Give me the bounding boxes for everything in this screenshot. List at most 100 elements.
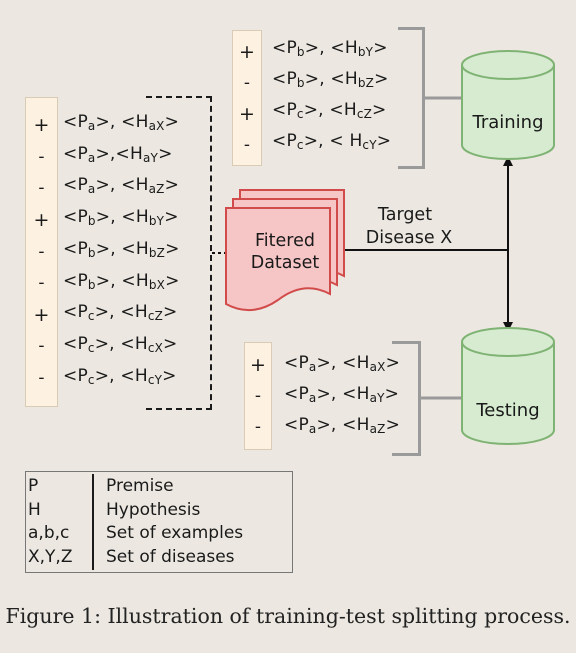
premise-close: > (95, 207, 111, 228)
hypothesis-close: > (385, 353, 401, 373)
premise-prefix: <P (63, 112, 88, 132)
testing-bracket (392, 341, 421, 456)
pair-separator: , < (318, 131, 350, 151)
hypothesis-close: > (162, 365, 177, 386)
sign-negative: - (254, 386, 262, 406)
hypothesis-close: > (165, 238, 180, 259)
hypothesis-close: > (384, 384, 400, 404)
hypothesis-subscript: bY (148, 214, 165, 229)
premise-subscript: a (87, 182, 96, 197)
pair-separator: , (330, 415, 343, 435)
premise-close: > (304, 38, 320, 58)
premise-subscript: c (87, 340, 95, 355)
legend-row: P Premise (26, 476, 292, 499)
premise-hypothesis-pair: <Pa>, <HaZ> (63, 175, 179, 195)
premise-subscript: c (87, 372, 95, 387)
hypothesis-prefix: <H (330, 38, 358, 58)
legend-key: a,b,c (28, 523, 70, 543)
hypothesis-prefix: <H (342, 384, 370, 404)
premise-hypothesis-pair: <Pa>, <HaX> (284, 353, 400, 373)
legend-value: Set of diseases (106, 546, 235, 567)
pair-separator: , (330, 353, 343, 373)
premise-prefix: <P (284, 384, 309, 404)
premise-prefix: <P (284, 415, 309, 435)
premise-hypothesis-pair: <Pb>, <HbZ> (272, 69, 389, 89)
hypothesis-subscript: aZ (369, 422, 386, 436)
hypothesis-subscript: aZ (148, 182, 165, 197)
hypothesis-close: > (164, 112, 180, 132)
edge-label-line1: Target (377, 205, 432, 225)
premise-hypothesis-pair: <Pa>, <HaY> (284, 384, 399, 404)
edge-label-line2: Disease X (366, 228, 452, 248)
premise-close: > (95, 175, 110, 196)
training-database-icon (461, 50, 555, 160)
hypothesis-close: > (164, 207, 179, 228)
hypothesis-prefix: <H (120, 365, 148, 386)
premise-subscript: a (308, 422, 317, 436)
hypothesis-close: > (373, 38, 388, 58)
figure-caption: Figure 1: Illustration of training-test … (5, 604, 571, 628)
hypothesis-prefix: <H (121, 112, 149, 132)
sign-positive: + (33, 114, 50, 137)
hypothesis-prefix: <H (115, 143, 143, 164)
hypothesis-subscript: cZ (356, 107, 373, 121)
hypothesis-subscript: cY (147, 372, 163, 387)
hypothesis-close: > (385, 415, 401, 435)
premise-subscript: b (87, 245, 96, 260)
legend-value: Premise (106, 476, 174, 496)
premise-hypothesis-pair: <Pb>, <HbX> (63, 271, 180, 291)
premise-hypothesis-pair: <Pa>, <HaZ> (284, 415, 400, 435)
premise-close: > (303, 131, 319, 151)
hypothesis-prefix: H (349, 131, 363, 151)
hypothesis-subscript: bX (148, 277, 166, 292)
hypothesis-subscript: bZ (357, 76, 375, 90)
premise-subscript: b (296, 45, 305, 59)
testing-database-icon (461, 327, 555, 445)
pair-separator: , (110, 207, 122, 228)
pair-separator: , (330, 384, 343, 404)
sign-negative: - (38, 273, 45, 294)
hypothesis-subscript: cZ (147, 309, 164, 324)
premise-hypothesis-pair: <Pb>, <HbZ> (63, 239, 180, 259)
pair-separator: , (319, 38, 331, 58)
hypothesis-prefix: <H (342, 353, 370, 373)
premise-prefix: <P (63, 302, 88, 323)
sign-positive: + (239, 103, 255, 125)
premise-close: > (95, 238, 111, 259)
hypothesis-close: > (374, 69, 389, 89)
hypothesis-subscript: aX (148, 119, 165, 133)
premise-hypothesis-pair: <Pc>, <HcY> (63, 366, 177, 386)
hypothesis-subscript: aY (142, 150, 159, 165)
hypothesis-subscript: bY (357, 45, 374, 59)
premise-subscript: b (87, 214, 96, 229)
premise-close: > (95, 270, 111, 291)
sign-positive: + (33, 209, 50, 232)
training-bracket (398, 27, 425, 169)
premise-prefix: <P (272, 100, 297, 120)
testing-sign-column: +-- (244, 342, 272, 450)
training-sign-column: +-+- (232, 30, 262, 166)
premise-close: > (316, 353, 331, 373)
premise-subscript: a (87, 119, 96, 133)
premise-hypothesis-pair: <Pb>, <HbY> (272, 38, 388, 58)
hypothesis-prefix: <H (120, 333, 148, 354)
dataset-label-line1: Fitered (255, 231, 315, 251)
premise-subscript: c (87, 309, 95, 324)
premise-subscript: a (308, 391, 317, 405)
premise-prefix: <P (272, 69, 297, 89)
legend-key: H (28, 499, 41, 520)
premise-prefix: <P (63, 238, 88, 259)
premise-close: > (316, 384, 331, 404)
testing-label: Testing (475, 400, 539, 421)
legend-divider (92, 474, 94, 570)
premise-close: > (94, 333, 110, 354)
legend-key: P (28, 476, 39, 496)
sign-positive: + (250, 354, 266, 376)
premise-hypothesis-pair: <Pc>, <HcZ> (63, 302, 178, 322)
premise-close: > (94, 365, 110, 386)
premise-prefix: <P (63, 333, 88, 354)
pair-separator: , (109, 175, 122, 196)
premise-close: > (303, 100, 319, 120)
